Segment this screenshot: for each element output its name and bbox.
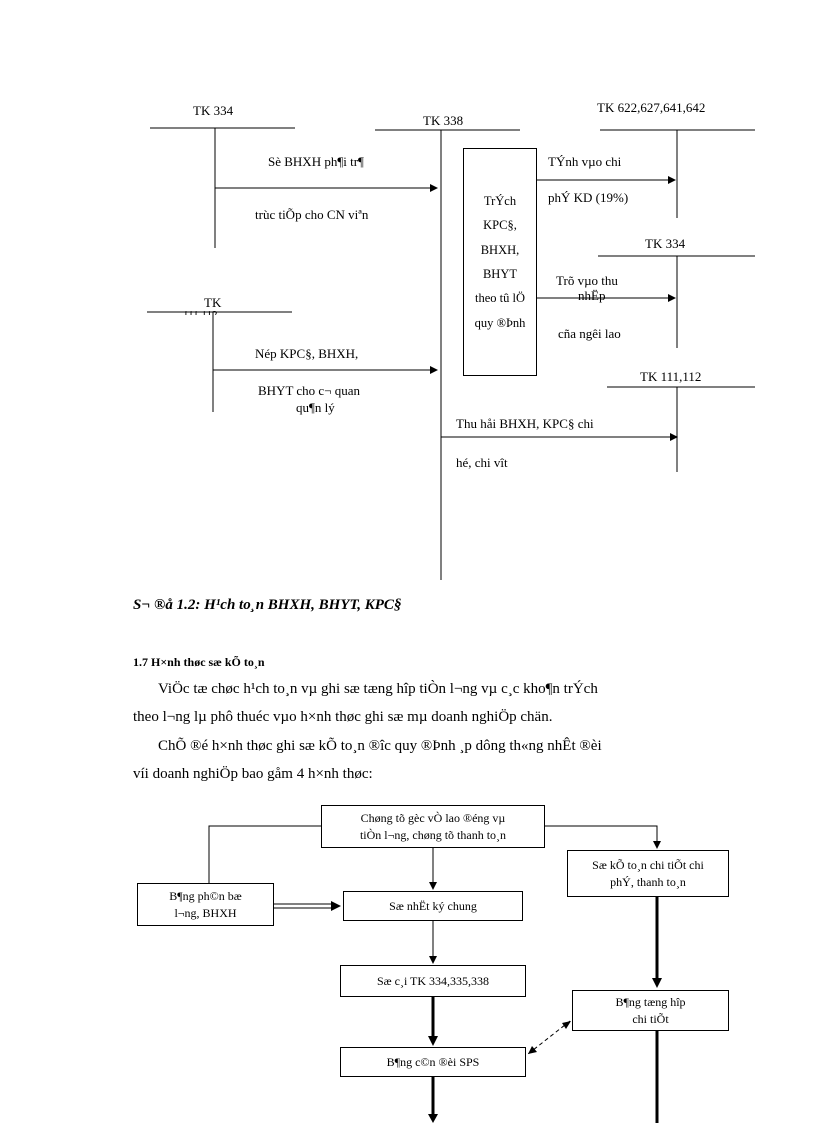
salary-allocation-box: B¶ng ph©n bæ l­¬ng, BHXH (137, 883, 274, 926)
section-heading: 1.7 H×nh thøc sæ kÕ to¸n (133, 655, 265, 669)
connector-balance-down-head (428, 1114, 438, 1123)
accounting-flow-diagram-lines (147, 127, 755, 580)
arrow2-label-line2: BHYT cho c¬ quan (258, 383, 361, 398)
connector-detail-to-summary-head (652, 978, 662, 988)
connector-summary-to-balance-dashed (527, 1020, 571, 1055)
arrow2-label-line1: Nép KPC§, BHXH, (255, 346, 359, 361)
paragraph1-line1: ViÖc tæ chøc h¹ch to¸n vµ ghi sæ tæng hî… (158, 681, 598, 697)
connector-ledger-to-balance-head (428, 1036, 438, 1046)
tk334-right-label: TK 334 (645, 236, 686, 251)
tk334-left-label: TK 334 (193, 103, 234, 118)
trial-balance-box: B¶ng c©n ®èi SPS (340, 1047, 526, 1077)
general-journal-box: Sæ nhËt ký chung (343, 891, 523, 921)
connector-summary-to-balance-dashed-head2 (562, 1021, 571, 1029)
tk111-left-sublabel: 111,112 (183, 310, 218, 315)
right1-label-line2: phÝ KD (19%) (548, 190, 629, 205)
right1-label-line1: TÝnh vµo chi (548, 154, 622, 169)
right3-label-line2: hé, chi vît (456, 455, 508, 470)
right3-label-line1: Thu håi BHXH, KPC§ chi (456, 416, 594, 431)
center-allocation-box: TrÝch KPC§, BHXH, BHYT theo tû lÖ quy ®Þ… (463, 148, 537, 376)
tk338-label: TK 338 (423, 113, 464, 128)
paragraph2-line2: víi doanh nghiÖp bao gåm 4 h×nh thøc: (133, 766, 373, 782)
tk111-right-label: TK 111,112 (640, 369, 702, 384)
arrow2-label-line3: qu¶n lý (296, 400, 335, 415)
source-documents-box: Chøng tõ gèc vÒ lao ®éng vµ tiÒn l­¬ng, … (321, 805, 545, 848)
detail-summary-box: B¶ng tæng hîp chi tiÕt (572, 990, 729, 1031)
tk111-left-label: TK (204, 295, 222, 310)
arrow1-label-line2: trùc tiÕp cho CN viªn (255, 207, 369, 222)
connector-summary-to-balance-dashed-head (528, 1046, 537, 1054)
connector-left-to-journal-head (331, 901, 341, 911)
paragraph1-line2: theo l­¬ng lµ phô thuéc vµo h×nh thøc gh… (133, 709, 553, 725)
tk622-label: TK 622,627,641,642 (597, 100, 706, 115)
connector-top-to-left (208, 825, 321, 883)
connector-top-to-detail (545, 825, 661, 849)
arrow1-label-line1: Sè BHXH ph¶i tr¶ (268, 154, 364, 169)
general-ledger-box: Sæ c¸i TK 334,335,338 (340, 965, 526, 997)
right2-label-line3: cña ng­êi lao (558, 326, 621, 341)
diagram-caption: S¬ ®å 1.2: H¹ch to¸n BHXH, BHYT, KPC§ (133, 597, 402, 613)
right2-label-line2: nhËp (578, 288, 606, 303)
right2-label-line1: Trõ vµo thu (556, 273, 618, 288)
paragraph2-line1: ChÕ ®é h×nh thøc ghi sæ kÕ to¸n ®­îc quy… (158, 738, 602, 754)
detail-ledger-box: Sæ kÕ to¸n chi tiÕt chi phÝ, thanh to¸n (567, 850, 729, 897)
